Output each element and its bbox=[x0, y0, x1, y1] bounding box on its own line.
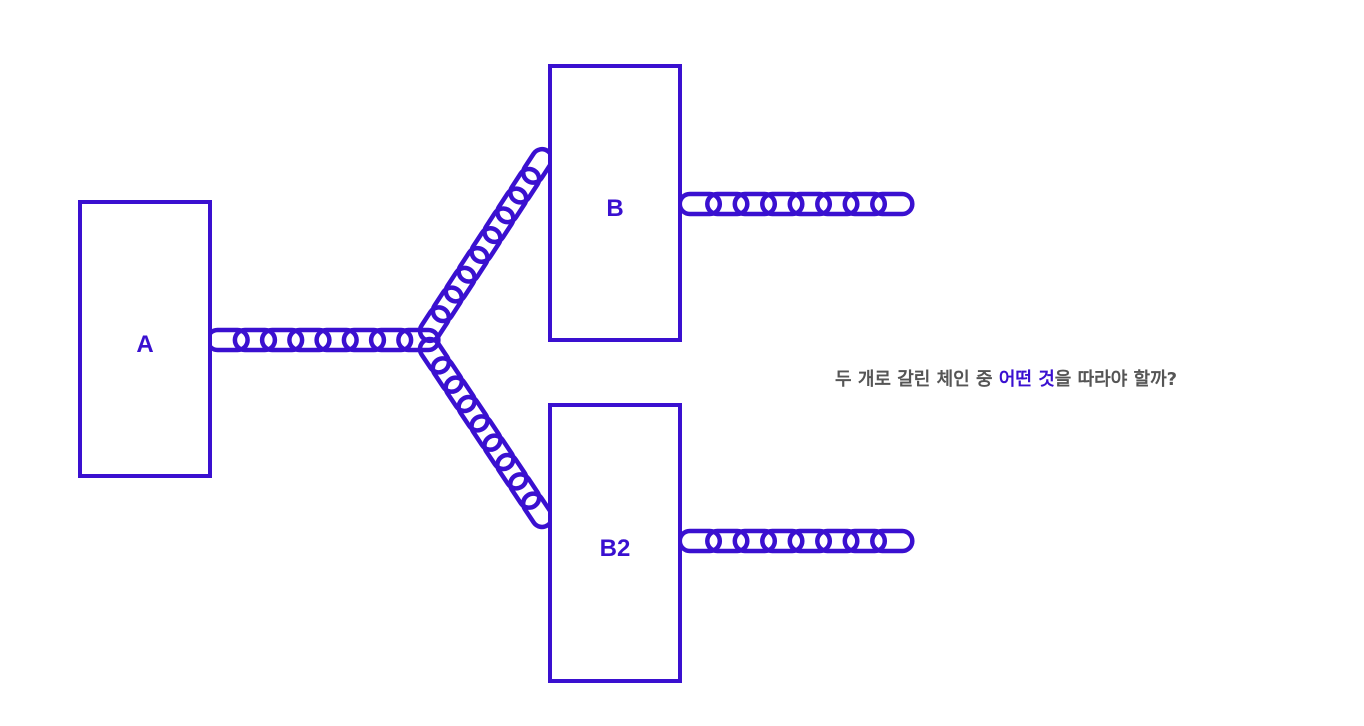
chain-b2-out-link bbox=[787, 528, 833, 554]
chain-b2-out-link bbox=[815, 528, 860, 554]
chain-b2-out-link bbox=[705, 528, 750, 554]
chain-b-out-link bbox=[760, 191, 805, 217]
block-b bbox=[548, 64, 682, 342]
chain-a-link bbox=[341, 327, 387, 353]
question-text-after: 을 따라야 할까? bbox=[1054, 369, 1178, 390]
chain-a-link bbox=[287, 327, 332, 353]
chain-b2-out-link bbox=[760, 528, 805, 554]
block-a bbox=[78, 200, 212, 478]
chain-down-link bbox=[508, 472, 542, 510]
question-text-before: 두 개로 갈린 체인 중 bbox=[835, 369, 999, 390]
chain-up-link bbox=[482, 206, 516, 245]
chain-up-link bbox=[520, 146, 555, 185]
block-b2-label: B2 bbox=[600, 535, 631, 562]
question-highlight: 어떤 것 bbox=[998, 369, 1055, 390]
chain-down-link bbox=[430, 356, 464, 394]
chain-down-link bbox=[456, 394, 490, 433]
chain-b-out-link bbox=[732, 191, 778, 217]
chain-b-out-link bbox=[870, 191, 915, 217]
chain-down-link bbox=[417, 336, 452, 375]
chain-down-link bbox=[495, 452, 529, 491]
chain-links bbox=[205, 146, 915, 554]
chain-down-link bbox=[520, 491, 555, 530]
chain-up-link bbox=[495, 186, 529, 225]
chain-b2-out-link bbox=[842, 528, 888, 554]
chain-b2-out-link bbox=[870, 528, 915, 554]
chain-b-out-link bbox=[815, 191, 860, 217]
chain-a-link bbox=[232, 327, 278, 353]
chain-a-link bbox=[259, 327, 305, 353]
chain-down-link bbox=[469, 414, 503, 452]
chain-up-link bbox=[469, 226, 503, 264]
block-a-label: A bbox=[136, 331, 153, 358]
chain-b-out-link bbox=[787, 191, 833, 217]
chain-down-link bbox=[482, 433, 516, 472]
chain-down-link bbox=[443, 375, 477, 414]
fork-question: 두 개로 갈린 체인 중 어떤 것을 따라야 할까? bbox=[835, 365, 1335, 391]
chain-b2-out-link bbox=[732, 528, 778, 554]
chain-a-link bbox=[368, 327, 414, 353]
block-b2 bbox=[548, 403, 682, 683]
block-b-label: B bbox=[606, 195, 623, 222]
chain-up-link bbox=[443, 265, 477, 304]
chain-b-out-link bbox=[842, 191, 888, 217]
chain-b-out-link bbox=[705, 191, 750, 217]
chain-up-link bbox=[430, 285, 464, 324]
chain-a-link bbox=[205, 327, 250, 353]
chain-up-link bbox=[508, 166, 542, 205]
chain-a-link bbox=[314, 327, 359, 353]
chain-up-link bbox=[456, 245, 490, 284]
